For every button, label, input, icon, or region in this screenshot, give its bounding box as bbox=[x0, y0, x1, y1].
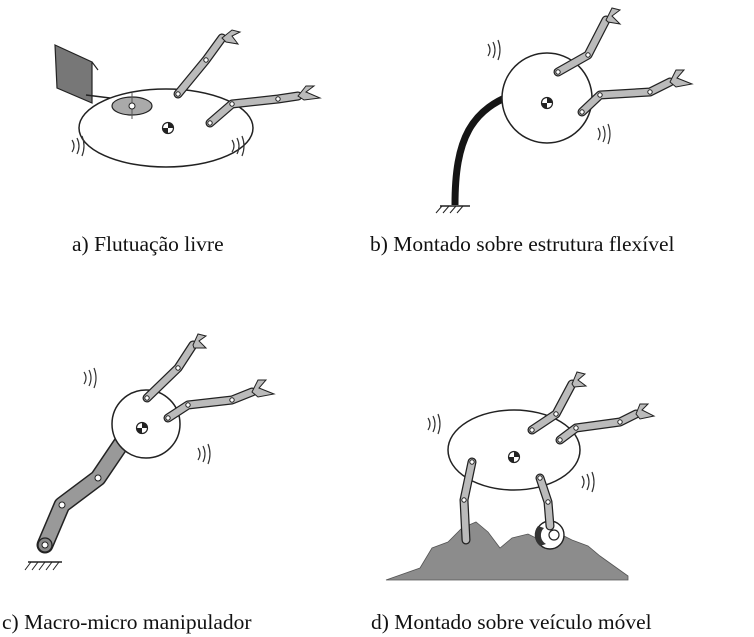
leg-right bbox=[535, 473, 555, 531]
vibration-marks-left bbox=[487, 39, 501, 61]
caption-b: b) Montado sobre estrutura flexível bbox=[370, 232, 675, 256]
vibration-marks-right bbox=[597, 123, 611, 145]
diagram-a-free-floating bbox=[54, 29, 322, 168]
manipulator-arm-1 bbox=[553, 7, 622, 77]
manipulator-arm-2 bbox=[555, 403, 656, 445]
vibration-marks-right bbox=[581, 471, 595, 493]
vibration-marks-left bbox=[83, 367, 97, 389]
manipulator-arm-2 bbox=[163, 379, 276, 423]
manipulator-arm-2 bbox=[577, 69, 694, 117]
solar-panel bbox=[54, 44, 93, 104]
base-body bbox=[447, 409, 581, 491]
vehicle-wheel bbox=[534, 520, 565, 550]
caption-c: c) Macro-micro manipulador bbox=[2, 610, 252, 634]
macro-arm bbox=[36, 429, 134, 554]
manipulator-arm-1 bbox=[527, 371, 588, 435]
vibration-marks-right bbox=[197, 443, 211, 465]
manipulator-arm-1 bbox=[173, 29, 242, 99]
diagram-d-mobile-vehicle bbox=[385, 371, 656, 581]
manipulator-arm-1 bbox=[142, 333, 208, 403]
center-of-mass-icon bbox=[135, 421, 149, 435]
terrain bbox=[385, 521, 629, 581]
manipulator-arm-2 bbox=[205, 85, 322, 128]
center-of-mass-icon bbox=[507, 450, 521, 464]
center-of-mass-icon bbox=[540, 96, 554, 110]
caption-d: d) Montado sobre veículo móvel bbox=[371, 610, 652, 634]
diagram-c-macro-micro bbox=[24, 333, 276, 571]
caption-a: a) Flutuação livre bbox=[72, 232, 224, 256]
center-of-mass-icon bbox=[161, 121, 175, 135]
vibration-marks-left bbox=[427, 413, 441, 435]
leg-left bbox=[459, 457, 477, 545]
diagram-b-flexible-structure bbox=[435, 7, 694, 214]
